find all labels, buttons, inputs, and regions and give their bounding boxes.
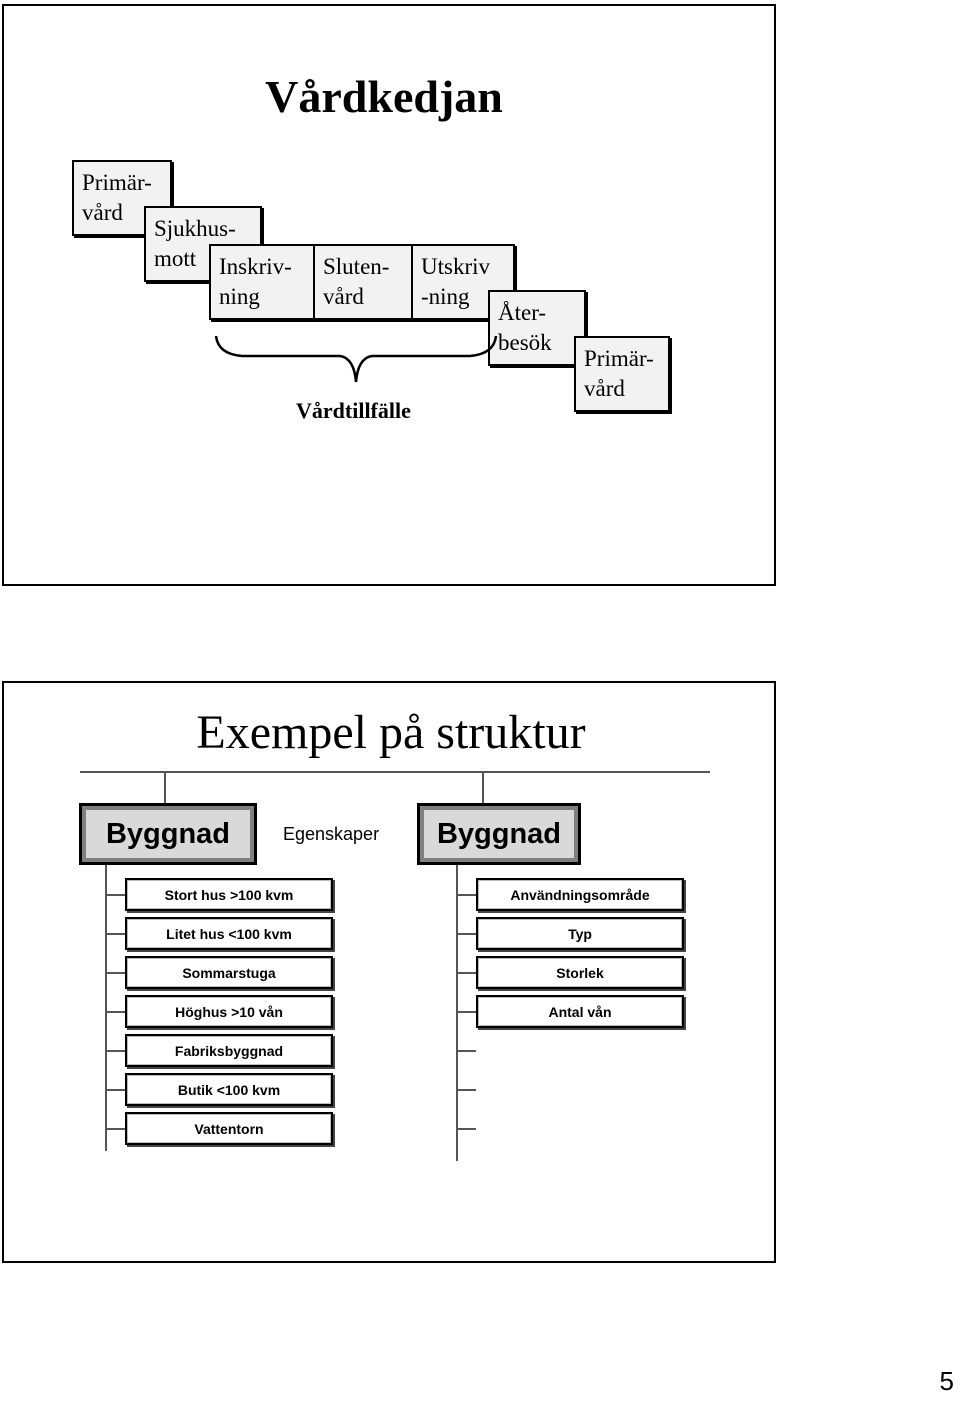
top-line: [80, 771, 710, 773]
egenskaper-label: Egenskaper: [283, 824, 380, 844]
page-number: 5: [939, 1366, 954, 1396]
slide-title: Vårdkedjan: [265, 71, 503, 122]
list-item: Litet hus <100 kvm: [125, 917, 333, 950]
brace-label: Vårdtillfälle: [296, 398, 411, 423]
list-item: Typ: [476, 917, 684, 950]
list-item: Sommarstuga: [125, 956, 333, 989]
step-utskrivning: Utskriv -ning: [411, 244, 515, 320]
list-item: Stort hus >100 kvm: [125, 878, 333, 911]
step-primarvard-start: Primär- vård: [72, 160, 172, 236]
entity-left: Byggnad: [79, 803, 257, 865]
slide-vardkedjan: Vårdkedjan Primär- vård Sjukhus- mott In…: [2, 4, 776, 586]
list-item: Höghus >10 vån: [125, 995, 333, 1028]
step-primarvard-end: Primär- vård: [574, 336, 670, 412]
brace-icon: [214, 335, 498, 383]
connector-right: [482, 771, 484, 803]
entity-right: Byggnad: [417, 803, 581, 865]
connector-left: [164, 771, 166, 803]
step-inskrivning: Inskriv- ning: [209, 244, 315, 320]
list-item: Fabriksbyggnad: [125, 1034, 333, 1067]
list-item: Användningsområde: [476, 878, 684, 911]
list-item: Vattentorn: [125, 1112, 333, 1145]
slide-exempel-struktur: Exempel på struktur Byggnad Egenskaper B…: [2, 681, 776, 1263]
tree-left-trunk: [105, 865, 107, 1151]
list-item: Storlek: [476, 956, 684, 989]
slide-title: Exempel på struktur: [196, 706, 586, 759]
tree-right-trunk: [456, 865, 458, 1161]
step-aterbesok: Åter- besök: [488, 290, 586, 366]
step-slutenvard: Sluten- vård: [313, 244, 415, 320]
list-item: Antal vån: [476, 995, 684, 1028]
list-item: Butik <100 kvm: [125, 1073, 333, 1106]
